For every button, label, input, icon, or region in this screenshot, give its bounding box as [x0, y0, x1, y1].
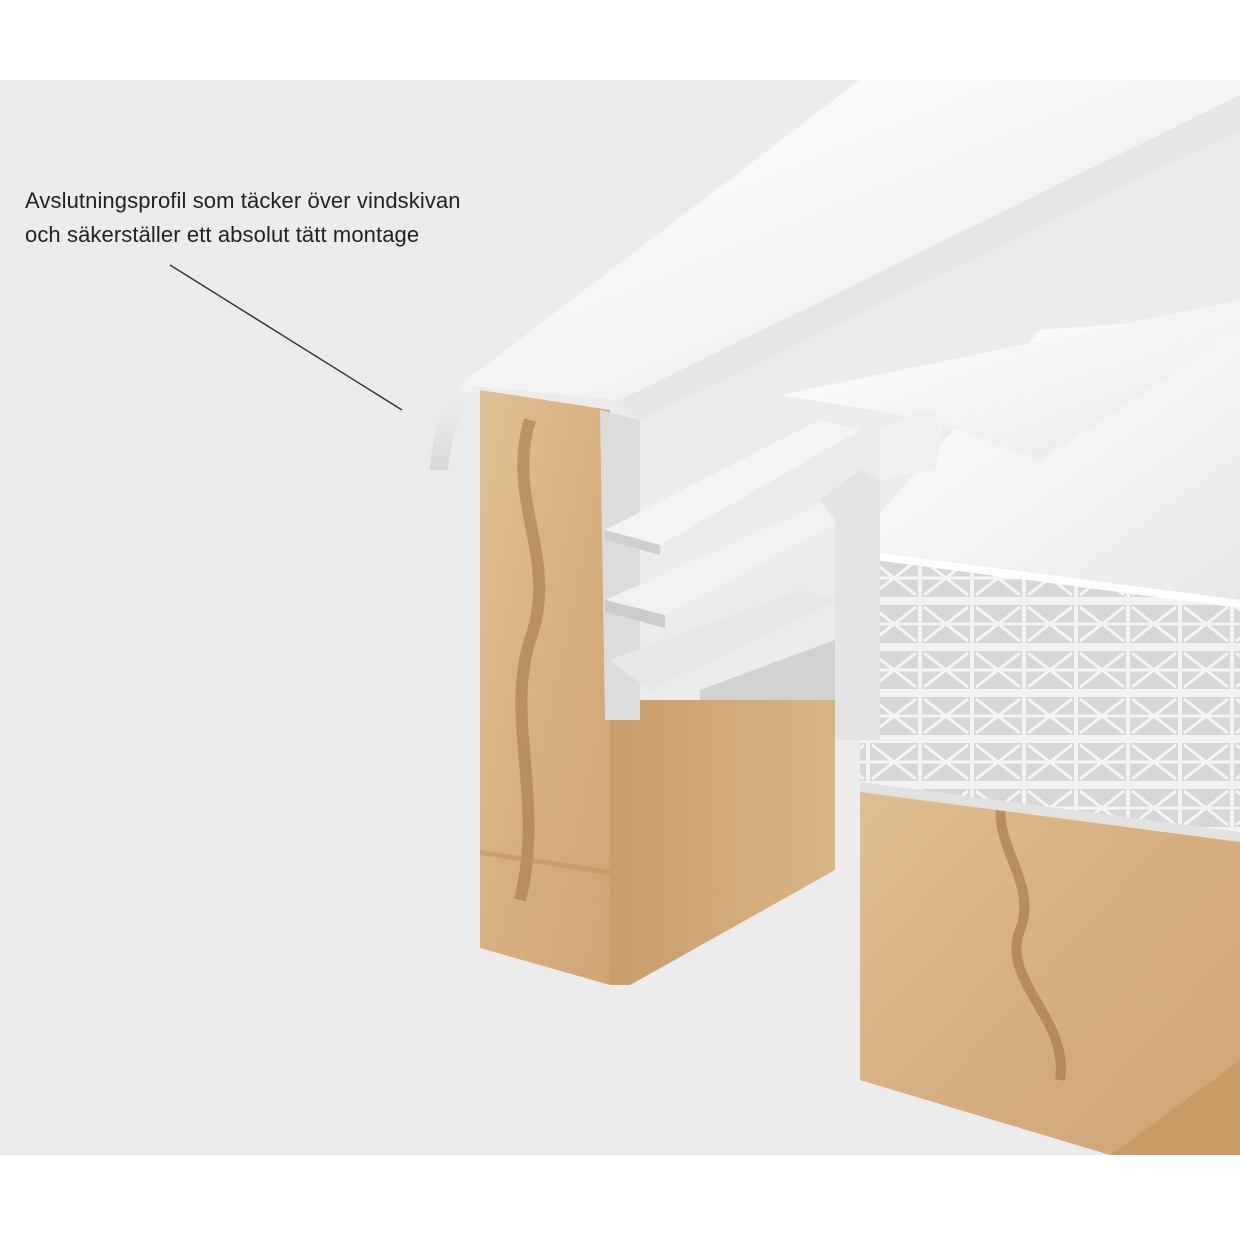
- left-timber-windboard: [480, 390, 835, 985]
- end-cap-profile: [430, 80, 1240, 720]
- right-timber-beam: [860, 735, 1240, 1155]
- h-connector-profile: [780, 300, 1240, 740]
- caption-line-2: och säkerställer ett absolut tätt montag…: [25, 222, 420, 247]
- leader-line: [169, 264, 403, 411]
- annotation-caption: Avslutningsprofil som täcker över vindsk…: [25, 184, 461, 252]
- caption-line-1: Avslutningsprofil som täcker över vindsk…: [25, 188, 461, 213]
